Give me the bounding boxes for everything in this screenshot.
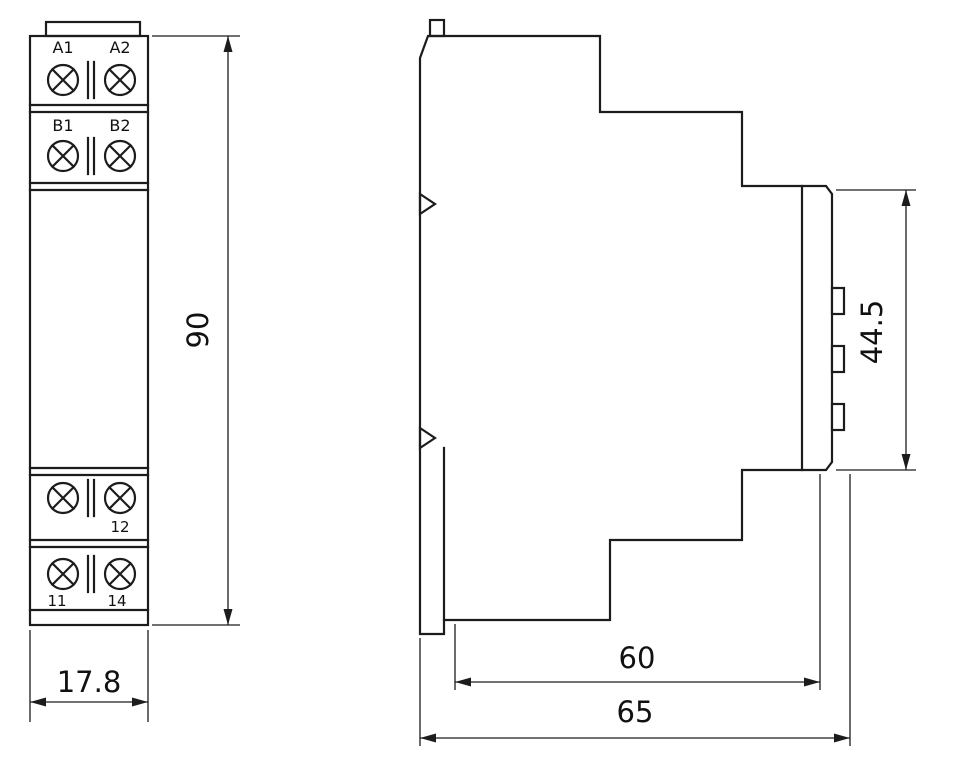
side-view bbox=[418, 18, 846, 636]
screw-a2-icon bbox=[103, 63, 137, 97]
dim-60-extension-lines bbox=[454, 474, 821, 690]
dimension-depth-60: 60 bbox=[454, 474, 821, 690]
dim-44-5-extension-lines bbox=[836, 189, 916, 471]
dim-60-label: 60 bbox=[619, 641, 656, 675]
side-top-tab bbox=[428, 18, 446, 38]
dim-65-arrow-left bbox=[420, 733, 436, 743]
screw-a1-icon bbox=[46, 63, 80, 97]
dim-17-8-label: 17.8 bbox=[57, 665, 122, 699]
screw-11-icon bbox=[46, 557, 80, 591]
terminal-label-b1: B1 bbox=[52, 116, 73, 135]
din-hook-lower-icon bbox=[418, 425, 437, 451]
terminal-label-b2: B2 bbox=[109, 116, 130, 135]
dim-17-8-arrow-left bbox=[30, 697, 46, 707]
dim-90-label: 90 bbox=[181, 312, 215, 349]
terminal-divider-lines bbox=[86, 60, 96, 594]
terminal-label-a1: A1 bbox=[52, 38, 73, 57]
screw-12-icon bbox=[103, 481, 137, 515]
front-body-outline bbox=[28, 34, 150, 627]
dim-17-8-arrow-right bbox=[132, 697, 148, 707]
din-hook-upper-icon bbox=[418, 191, 437, 217]
dimension-width-17-8: 17.8 bbox=[29, 630, 149, 722]
screw-b1-icon bbox=[46, 139, 80, 173]
dim-44-5-label: 44.5 bbox=[855, 300, 889, 365]
dim-65-extension-lines bbox=[419, 474, 851, 746]
side-clip-tab-3 bbox=[830, 402, 846, 432]
side-clip-tab-2 bbox=[830, 344, 846, 374]
screw-b2-icon bbox=[103, 139, 137, 173]
side-body-outline bbox=[418, 34, 834, 636]
screw-14-icon bbox=[103, 557, 137, 591]
front-view: A1 A2 B1 B2 12 11 14 bbox=[28, 20, 150, 627]
screw-lower-left-icon bbox=[46, 481, 80, 515]
front-top-tab bbox=[44, 20, 142, 38]
dim-90-arrow-bottom bbox=[223, 609, 233, 625]
terminal-label-14: 14 bbox=[107, 592, 126, 610]
dim-90-extension-lines bbox=[152, 35, 240, 626]
terminal-label-a2: A2 bbox=[109, 38, 130, 57]
side-clip-tab-1 bbox=[830, 286, 846, 316]
dim-60-arrow-right bbox=[804, 677, 820, 687]
dim-90-arrow-top bbox=[223, 36, 233, 52]
front-section-lines bbox=[28, 103, 150, 612]
dim-60-arrow-left bbox=[455, 677, 471, 687]
terminal-label-12: 12 bbox=[110, 518, 129, 536]
dimension-height-90: 90 bbox=[152, 35, 240, 626]
dim-44-5-arrow-top bbox=[901, 190, 911, 206]
dim-17-8-extension-lines bbox=[29, 630, 149, 722]
dim-44-5-arrow-bottom bbox=[901, 454, 911, 470]
dim-65-label: 65 bbox=[617, 695, 654, 729]
dimension-depth-65: 65 bbox=[419, 474, 851, 746]
dimension-face-44-5: 44.5 bbox=[836, 189, 916, 471]
dim-65-arrow-right bbox=[834, 733, 850, 743]
terminal-label-11: 11 bbox=[47, 592, 66, 610]
